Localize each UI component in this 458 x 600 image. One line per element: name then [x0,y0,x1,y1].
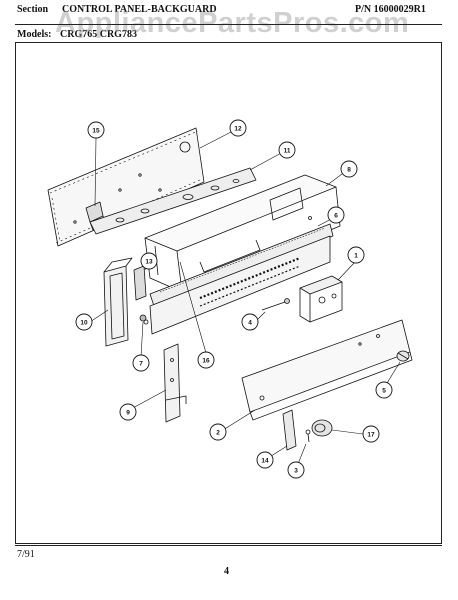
callout-13 [140,252,158,270]
callout-4 [241,313,259,331]
callout-label: 1 [354,253,358,260]
callout-10 [75,313,93,331]
callout-8 [340,160,358,178]
callout-5 [375,381,393,399]
part-screw [261,298,290,311]
callout-label: 6 [334,213,338,220]
callout-11 [278,141,296,159]
callout-label: 10 [80,320,88,327]
callout-label: 4 [248,320,252,327]
part-switch-box [299,275,343,323]
part-bracket-clip [133,265,149,325]
callout-3 [287,461,305,479]
callout-label: 17 [367,432,375,439]
callout-label: 15 [92,128,100,135]
part-vent-face [149,235,331,335]
page-number: 4 [224,566,229,577]
callout-15 [87,121,105,139]
callout-9 [119,403,137,421]
callout-2 [209,423,227,441]
callout-1 [347,246,365,264]
models-value: CRG765 CRG783 [60,29,137,40]
callout-label: 8 [347,167,351,174]
callout-6 [327,206,345,224]
part-number: P/N 16000029R1 [355,4,426,15]
part-rear-panel [47,127,205,247]
callout-12 [229,119,247,137]
part-side-bracket [163,343,187,423]
footer-rule [15,545,442,546]
models-label: Models: [17,29,52,40]
part-backguard-housing [144,174,341,293]
leader-lines [89,130,401,470]
callout-label: 11 [284,148,291,155]
diagram-frame [15,42,442,544]
revision-date: 7/91 [17,549,35,560]
callout-14 [256,451,274,469]
watermark: AppliancePartsPros.com [55,7,410,39]
callout-label: 16 [202,358,210,365]
section-title: CONTROL PANEL-BACKGUARD [62,4,217,15]
callout-label: 12 [234,126,242,133]
part-panel-strip [89,167,257,235]
part-escutcheon [282,409,297,451]
callout-label: 9 [126,410,130,417]
callout-circles [75,119,393,479]
part-knob-large [311,419,333,437]
callout-label: 14 [261,458,269,465]
callout-label: 2 [216,430,220,437]
callout-7 [132,354,150,372]
callout-label: 13 [145,259,153,266]
callout-16 [197,351,215,369]
section-label: Section [17,4,49,15]
part-end-cap [103,257,133,347]
header-rule [15,24,442,25]
part-front-control-panel [241,319,413,421]
callout-17 [362,425,380,443]
part-knob-small [396,350,410,362]
part-screw-small [305,429,311,443]
callout-label: 3 [294,468,298,475]
part-trim-strip [149,223,334,307]
callout-label: 5 [382,388,386,395]
callout-label: 7 [139,361,143,368]
